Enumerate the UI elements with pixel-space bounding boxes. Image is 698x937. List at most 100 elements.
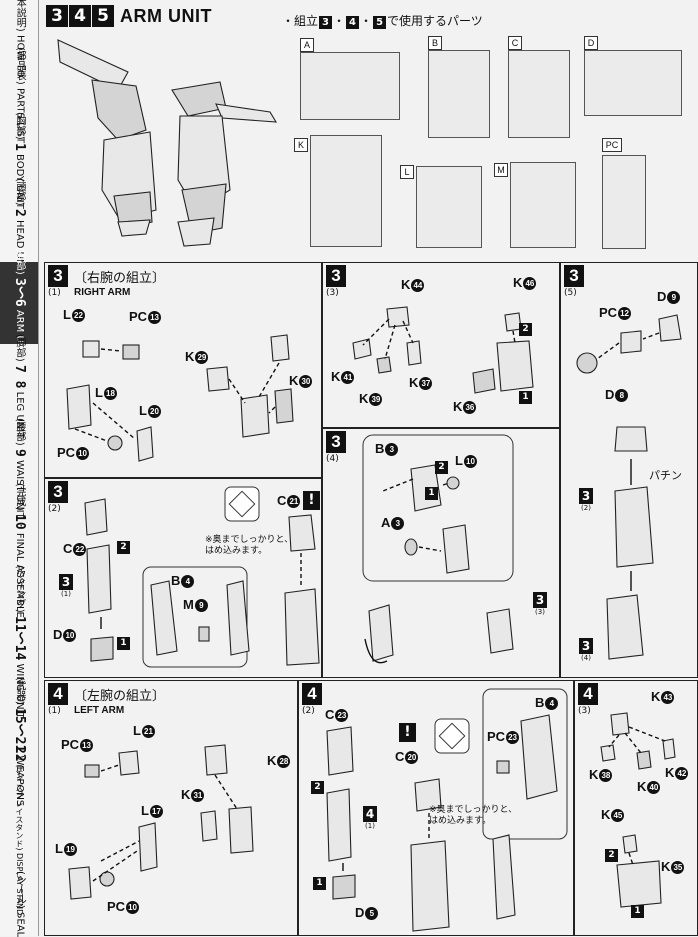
order-marker: 2 <box>435 461 448 474</box>
tab-body-unit[interactable]: (胸部) 1 BODY UNIT <box>0 112 38 209</box>
section-header: 3 4 5 ARM UNIT <box>46 5 212 27</box>
step-title-en: LEFT ARM <box>74 705 125 716</box>
step-diagram <box>352 306 534 394</box>
tab-label: (シール) SEAL <box>14 870 26 937</box>
tab-leg-unit[interactable]: (脚部) 7 8 LEG UNIT <box>0 334 38 438</box>
section-title: ARM UNIT <box>120 5 212 26</box>
step-diagram <box>600 712 676 908</box>
order-marker: 1 <box>117 637 130 650</box>
runner-k <box>310 135 382 247</box>
step-diagram <box>576 314 682 660</box>
warning-mark: ! <box>399 723 416 742</box>
step-number-box: 3 <box>46 5 68 27</box>
step-badge: 3 (5) <box>564 265 584 298</box>
tab-label: (腕部) 3〜6 ARM UNIT <box>11 246 27 360</box>
tab-display-stand[interactable]: 22 (ディスプレイスタンド) DISPLAY STAND <box>0 746 38 915</box>
step-title-jp: 〔左腕の組立〕 <box>74 689 166 704</box>
tab-label: (基本説明) HOW TO <box>14 0 26 78</box>
reference-step-badge: 3(1) <box>59 571 73 598</box>
tab-label: (ウイング) 11〜14 WING UNIT <box>11 565 27 719</box>
order-marker: 1 <box>631 905 644 918</box>
tab-weapons[interactable]: (武器) 15〜21 WEAPONS <box>0 677 38 806</box>
tab-seal[interactable]: (シール) SEAL <box>0 870 38 937</box>
tab-label: (脚部) 7 8 LEG UNIT <box>11 333 27 439</box>
step-badge: 3 (2) <box>48 481 68 514</box>
step-badge: 3 (4) <box>326 431 346 464</box>
step-diagram <box>68 744 254 900</box>
order-marker: 1 <box>425 487 438 500</box>
order-marker: 2 <box>519 323 532 336</box>
step-badge: 4 (3) <box>578 683 598 716</box>
reference-step-badge: 3(4) <box>579 635 593 662</box>
insertion-note: ※奥までしっかりと、 はめ込みます。 <box>429 805 518 827</box>
reference-step-badge: 3(3) <box>533 589 547 616</box>
tab-head-unit[interactable]: (頭部) 2 HEAD UNIT <box>0 178 38 275</box>
runner-l <box>416 166 482 248</box>
tab-label: (胸部) 1 BODY UNIT <box>11 111 27 209</box>
tab-final-assemble[interactable]: (完成) 10 FINAL ASSEMBLE <box>0 483 38 618</box>
order-marker: 1 <box>313 877 326 890</box>
step-diagram <box>362 434 514 664</box>
tab-parts-list[interactable]: (部品表) PARTS LIST <box>0 47 38 143</box>
tab-wing-unit[interactable]: (ウイング) 11〜14 WING UNIT <box>0 565 38 719</box>
tab-how-to[interactable]: (基本説明) HOW TO <box>0 0 38 78</box>
runner-pc <box>602 155 646 249</box>
runner-label-m: M <box>494 163 508 177</box>
runner-b <box>428 50 490 138</box>
section-tab-strip: (基本説明) HOW TO (部品表) PARTS LIST (胸部) 1 BO… <box>0 0 39 937</box>
order-marker: 1 <box>519 391 532 404</box>
reference-step-badge: 3(2) <box>579 485 593 512</box>
step-title-jp: 〔右腕の組立〕 <box>74 271 166 286</box>
tab-label: (武器) 15〜21 WEAPONS <box>11 677 27 807</box>
runner-m <box>510 162 576 248</box>
tab-waist-unit[interactable]: (腰部) 9 WAIST UNIT <box>0 418 38 519</box>
step-title-en: RIGHT ARM <box>74 287 131 298</box>
runner-d <box>584 50 682 116</box>
step-badge: 3 (3) <box>326 265 346 298</box>
tab-label: (腰部) 9 WAIST UNIT <box>11 417 27 519</box>
tab-arm-unit[interactable]: (腕部) 3〜6 ARM UNIT <box>0 247 38 359</box>
order-marker: 2 <box>605 849 618 862</box>
step-badge: 4 (2) <box>302 683 322 716</box>
step-diagram <box>66 334 294 462</box>
order-marker: 2 <box>117 541 130 554</box>
